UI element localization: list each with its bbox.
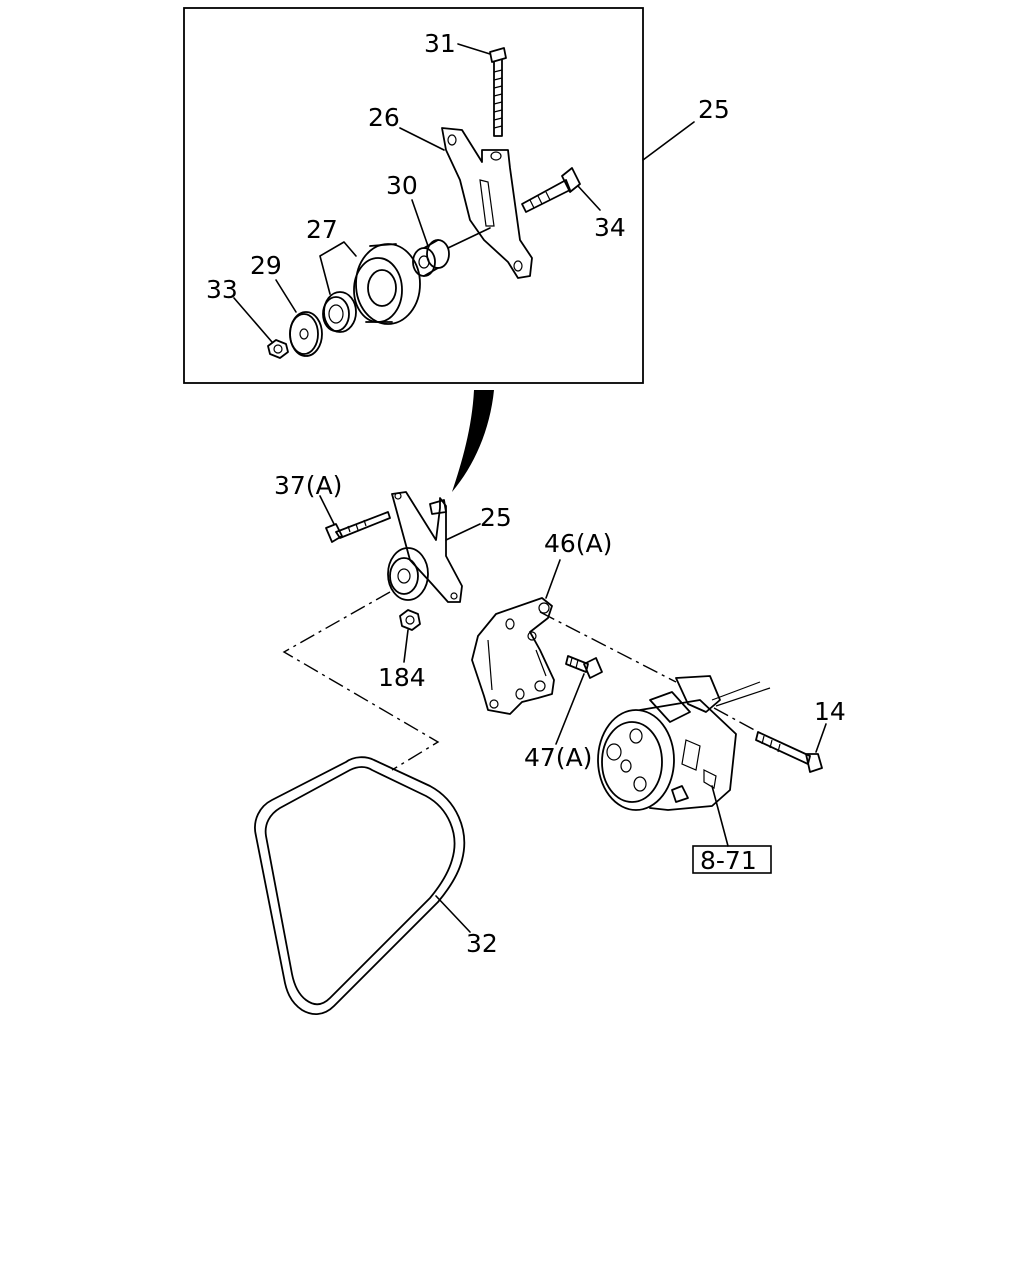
bearing-27 [322,291,357,333]
label-27: 27 [306,215,338,244]
label-25-mid: 25 [480,503,512,532]
bracket-46a [471,597,555,715]
bracket-26 [441,127,533,279]
label-34: 34 [594,213,626,242]
idler-assembly-25 [387,491,463,603]
reference-8-71[interactable]: 8-71 [700,846,757,875]
label-26: 26 [368,103,400,132]
center-lines [282,591,759,771]
bolt-47a [565,655,603,679]
bolt-14 [755,731,823,773]
belt-32 [254,756,466,1015]
inset-leaders [233,43,695,343]
assembly-leaders [319,495,827,933]
label-47a: 47(A) [524,743,592,772]
label-37a: 37(A) [274,471,342,500]
collar-30 [412,227,491,277]
label-29: 29 [250,251,282,280]
label-14: 14 [814,697,846,726]
washer-29 [289,311,323,357]
label-31: 31 [424,29,456,58]
label-46a: 46(A) [544,529,612,558]
reference-box-8-71 [692,845,772,874]
label-184: 184 [378,663,426,692]
label-25-top: 25 [698,95,730,124]
label-32: 32 [466,929,498,958]
detail-inset [183,7,644,384]
bolt-37a [325,511,391,543]
label-33: 33 [206,275,238,304]
bolt-34 [521,167,581,213]
nut-33 [267,339,289,359]
label-30: 30 [386,171,418,200]
nut-184 [399,609,421,631]
detail-arrow [452,390,494,492]
bolt-31 [489,47,507,137]
pulley-27 [353,243,421,325]
ac-compressor [597,675,771,811]
